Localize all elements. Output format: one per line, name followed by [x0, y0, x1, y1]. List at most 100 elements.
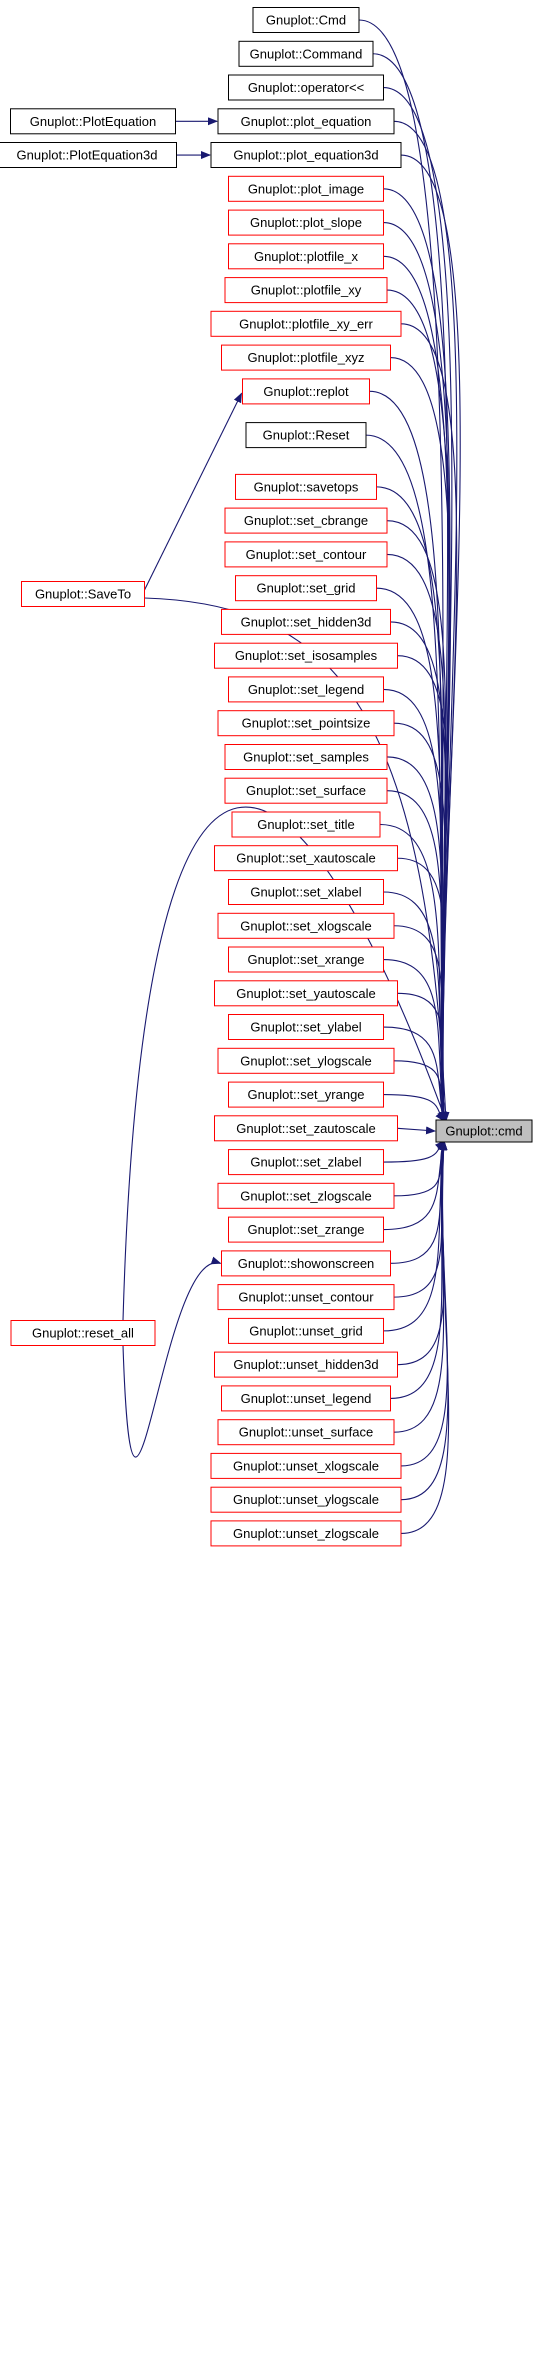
node-label: Gnuplot::unset_ylogscale — [233, 1492, 379, 1507]
node-box — [235, 473, 377, 500]
node-set-samples[interactable]: Gnuplot::set_samples — [224, 744, 388, 770]
nodes-layer: Gnuplot::CmdGnuplot::CommandGnuplot::ope… — [0, 7, 533, 1547]
node-replot[interactable]: Gnuplot::replot — [242, 378, 370, 405]
node-showonscreen[interactable]: Gnuplot::showonscreen — [221, 1250, 391, 1277]
node-box — [228, 1014, 384, 1040]
node-set-grid[interactable]: Gnuplot::set_grid — [235, 575, 377, 602]
node-target-cmd[interactable]: Gnuplot::cmd — [435, 1119, 533, 1143]
node-box — [0, 142, 177, 168]
node-set-cbrange[interactable]: Gnuplot::set_cbrange — [224, 507, 388, 534]
node-box — [228, 243, 384, 270]
node-set-legend[interactable]: Gnuplot::set_legend — [228, 676, 384, 703]
node-box — [10, 1320, 156, 1346]
node-set-zlabel[interactable]: Gnuplot::set_zlabel — [228, 1149, 384, 1176]
node-plotfile-xy[interactable]: Gnuplot::plotfile_xy — [224, 277, 388, 304]
edge-set-yautoscale-to-cmd — [397, 992, 447, 1122]
node-label: Gnuplot::set_ylabel — [250, 1020, 361, 1035]
node-box — [228, 175, 384, 202]
node-reset-all[interactable]: Gnuplot::reset_all — [10, 1320, 156, 1346]
node-unset-legend[interactable]: Gnuplot::unset_legend — [221, 1385, 391, 1412]
node-set-contour[interactable]: Gnuplot::set_contour — [224, 541, 388, 568]
node-label: Gnuplot::plotfile_x — [254, 249, 359, 264]
node-unset-grid[interactable]: Gnuplot::unset_grid — [228, 1317, 384, 1344]
node-plot-image[interactable]: Gnuplot::plot_image — [228, 175, 384, 202]
node-label: Gnuplot::set_grid — [256, 581, 355, 596]
node-set-isosamples[interactable]: Gnuplot::set_isosamples — [214, 642, 398, 669]
node-plotequation3d-class[interactable]: Gnuplot::PlotEquation3d — [0, 142, 177, 168]
node-unset-surface[interactable]: Gnuplot::unset_surface — [217, 1419, 395, 1446]
node-set-zlogscale[interactable]: Gnuplot::set_zlogscale — [217, 1182, 395, 1209]
edge-set-zrange-to-cmd — [383, 1140, 446, 1231]
node-label: Gnuplot::set_isosamples — [235, 648, 378, 663]
node-unset-xlogscale[interactable]: Gnuplot::unset_xlogscale — [210, 1452, 402, 1479]
node-plot-slope[interactable]: Gnuplot::plot_slope — [228, 209, 384, 236]
node-box — [10, 108, 176, 135]
node-box — [217, 1284, 395, 1311]
node-set-xlogscale[interactable]: Gnuplot::set_xlogscale — [217, 912, 395, 939]
node-plotequation-class[interactable]: Gnuplot::PlotEquation — [10, 108, 176, 135]
node-command[interactable]: Gnuplot::Command — [238, 40, 374, 67]
node-set-zrange[interactable]: Gnuplot::set_zrange — [228, 1216, 384, 1243]
node-plotfile-x[interactable]: Gnuplot::plotfile_x — [228, 243, 384, 270]
node-label: Gnuplot::plotfile_xy_err — [239, 316, 373, 331]
edge-unset-hidden3d-to-cmd — [397, 1140, 448, 1366]
node-set-title[interactable]: Gnuplot::set_title — [231, 811, 381, 838]
node-label: Gnuplot::plotfile_xy — [251, 283, 362, 298]
edge-savetops-to-cmd — [376, 486, 448, 1122]
node-box — [245, 422, 367, 449]
node-label: Gnuplot::set_xautoscale — [236, 851, 375, 866]
node-label: Gnuplot::set_zrange — [247, 1222, 364, 1237]
node-plot-equation3d[interactable]: Gnuplot::plot_equation3d — [210, 142, 402, 168]
node-box — [217, 710, 395, 737]
node-set-yautoscale[interactable]: Gnuplot::set_yautoscale — [214, 980, 398, 1007]
edge-set-ylogscale-to-cmd — [393, 1060, 445, 1122]
node-set-pointsize[interactable]: Gnuplot::set_pointsize — [217, 710, 395, 737]
node-unset-ylogscale[interactable]: Gnuplot::unset_ylogscale — [210, 1486, 402, 1513]
node-operator-shift[interactable]: Gnuplot::operator<< — [228, 74, 384, 101]
node-plotfile-xyz[interactable]: Gnuplot::plotfile_xyz — [221, 344, 391, 371]
node-set-xautoscale[interactable]: Gnuplot::set_xautoscale — [214, 845, 398, 872]
node-label: Gnuplot::plot_image — [248, 181, 364, 196]
node-label: Gnuplot::unset_hidden3d — [233, 1357, 378, 1372]
node-savetops[interactable]: Gnuplot::savetops — [235, 473, 377, 500]
node-label: Gnuplot::unset_legend — [241, 1391, 372, 1406]
node-set-zautoscale[interactable]: Gnuplot::set_zautoscale — [214, 1115, 398, 1142]
node-label: Gnuplot::Cmd — [266, 13, 346, 28]
node-box — [221, 1250, 391, 1277]
node-set-xlabel[interactable]: Gnuplot::set_xlabel — [228, 879, 384, 905]
node-saveto[interactable]: Gnuplot::SaveTo — [21, 581, 145, 607]
node-set-hidden3d[interactable]: Gnuplot::set_hidden3d — [221, 608, 391, 635]
target-box — [435, 1119, 533, 1143]
edge-set-hidden3d-to-cmd — [390, 621, 448, 1122]
node-unset-hidden3d[interactable]: Gnuplot::unset_hidden3d — [214, 1351, 398, 1378]
edge-saveto-to-replot — [144, 392, 242, 591]
node-box — [224, 507, 388, 534]
node-box — [217, 912, 395, 939]
node-label: Gnuplot::PlotEquation3d — [17, 148, 158, 163]
edge-set-ylabel-to-cmd — [383, 1026, 447, 1122]
node-label: Gnuplot::showonscreen — [238, 1256, 375, 1271]
node-box — [214, 1115, 398, 1142]
node-label: Gnuplot::set_surface — [246, 783, 366, 798]
node-plotfile-xy-err[interactable]: Gnuplot::plotfile_xy_err — [210, 310, 402, 337]
node-set-ylabel[interactable]: Gnuplot::set_ylabel — [228, 1014, 384, 1040]
node-label: Gnuplot::plot_slope — [250, 215, 362, 230]
node-unset-contour[interactable]: Gnuplot::unset_contour — [217, 1284, 395, 1311]
node-set-surface[interactable]: Gnuplot::set_surface — [224, 777, 388, 804]
node-unset-zlogscale[interactable]: Gnuplot::unset_zlogscale — [210, 1520, 402, 1547]
node-box — [214, 980, 398, 1007]
node-box — [228, 74, 384, 101]
node-box — [228, 1081, 384, 1108]
node-reset[interactable]: Gnuplot::Reset — [245, 422, 367, 449]
edge-set-xlogscale-to-cmd — [393, 925, 448, 1122]
node-set-ylogscale[interactable]: Gnuplot::set_ylogscale — [217, 1047, 395, 1074]
node-box — [217, 1047, 395, 1074]
node-box — [221, 1385, 391, 1412]
node-box — [228, 879, 384, 905]
node-label: Gnuplot::set_title — [257, 817, 355, 832]
edge-reset-all-to-showonscreen — [122, 1256, 222, 1458]
node-set-xrange[interactable]: Gnuplot::set_xrange — [228, 946, 384, 973]
node-set-yrange[interactable]: Gnuplot::set_yrange — [228, 1081, 384, 1108]
node-plot-equation[interactable]: Gnuplot::plot_equation — [217, 108, 395, 135]
node-cmd-upper[interactable]: Gnuplot::Cmd — [252, 7, 360, 33]
